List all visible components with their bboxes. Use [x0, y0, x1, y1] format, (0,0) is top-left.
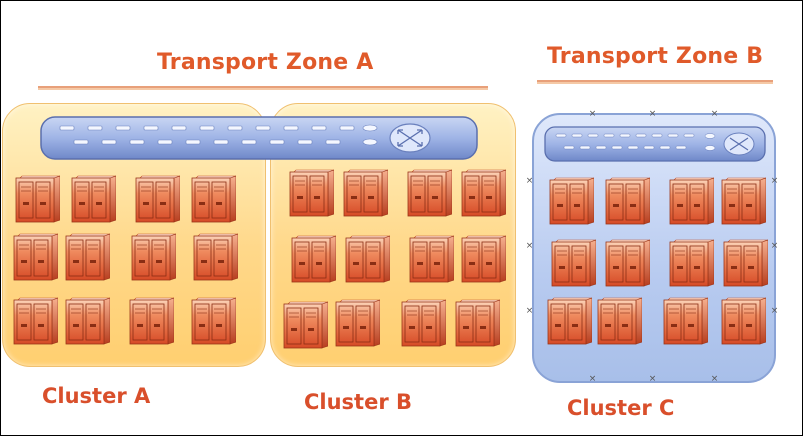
- server-rack-icon: [668, 176, 714, 226]
- server-rack-icon: [550, 238, 596, 288]
- server-rack-icon: [342, 168, 388, 218]
- transport-zone-b-title: Transport Zone B: [547, 44, 764, 69]
- selection-handle: ×: [770, 241, 779, 251]
- selection-handle: ×: [525, 176, 534, 186]
- server-rack-icon: [190, 174, 236, 224]
- server-rack-icon: [290, 234, 336, 284]
- server-rack-icon: [662, 296, 708, 346]
- selection-handle: ×: [770, 306, 779, 316]
- server-rack-icon: [12, 296, 58, 346]
- cluster-c-label: Cluster C: [567, 396, 675, 420]
- selection-handle: ×: [648, 109, 657, 119]
- server-rack-icon: [12, 232, 58, 282]
- transport-zone-b-underline: [537, 80, 773, 84]
- server-rack-icon: [400, 298, 446, 348]
- cluster-a-label: Cluster A: [42, 384, 151, 408]
- cluster-b-label: Cluster B: [304, 390, 413, 414]
- server-rack-icon: [344, 234, 390, 284]
- switch-icon: [544, 126, 766, 162]
- selection-handle: ×: [525, 306, 534, 316]
- server-rack-icon: [14, 174, 60, 224]
- transport-zone-a-underline: [38, 86, 488, 90]
- server-rack-icon: [134, 174, 180, 224]
- server-rack-icon: [604, 238, 650, 288]
- server-rack-icon: [288, 168, 334, 218]
- selection-handle: ×: [710, 109, 719, 119]
- server-rack-icon: [720, 176, 766, 226]
- server-rack-icon: [668, 238, 714, 288]
- server-rack-icon: [190, 296, 236, 346]
- server-rack-icon: [548, 176, 594, 226]
- server-rack-icon: [546, 296, 592, 346]
- selection-handle: ×: [588, 374, 597, 384]
- selection-handle: ×: [648, 374, 657, 384]
- server-rack-icon: [334, 298, 380, 348]
- server-rack-icon: [596, 296, 642, 346]
- server-rack-icon: [192, 232, 238, 282]
- server-rack-icon: [454, 298, 500, 348]
- server-rack-icon: [64, 296, 110, 346]
- server-rack-icon: [406, 168, 452, 218]
- server-rack-icon: [720, 296, 766, 346]
- server-rack-icon: [408, 234, 454, 284]
- server-rack-icon: [604, 176, 650, 226]
- server-rack-icon: [722, 238, 768, 288]
- transport-zone-a-title: Transport Zone A: [157, 50, 374, 75]
- server-rack-icon: [282, 300, 328, 350]
- server-rack-icon: [64, 232, 110, 282]
- server-rack-icon: [460, 234, 506, 284]
- selection-handle: ×: [770, 176, 779, 186]
- server-rack-icon: [70, 174, 116, 224]
- server-rack-icon: [130, 232, 176, 282]
- switch-icon: [40, 116, 478, 160]
- server-rack-icon: [460, 168, 506, 218]
- server-rack-icon: [128, 296, 174, 346]
- selection-handle: ×: [710, 374, 719, 384]
- selection-handle: ×: [588, 109, 597, 119]
- selection-handle: ×: [525, 241, 534, 251]
